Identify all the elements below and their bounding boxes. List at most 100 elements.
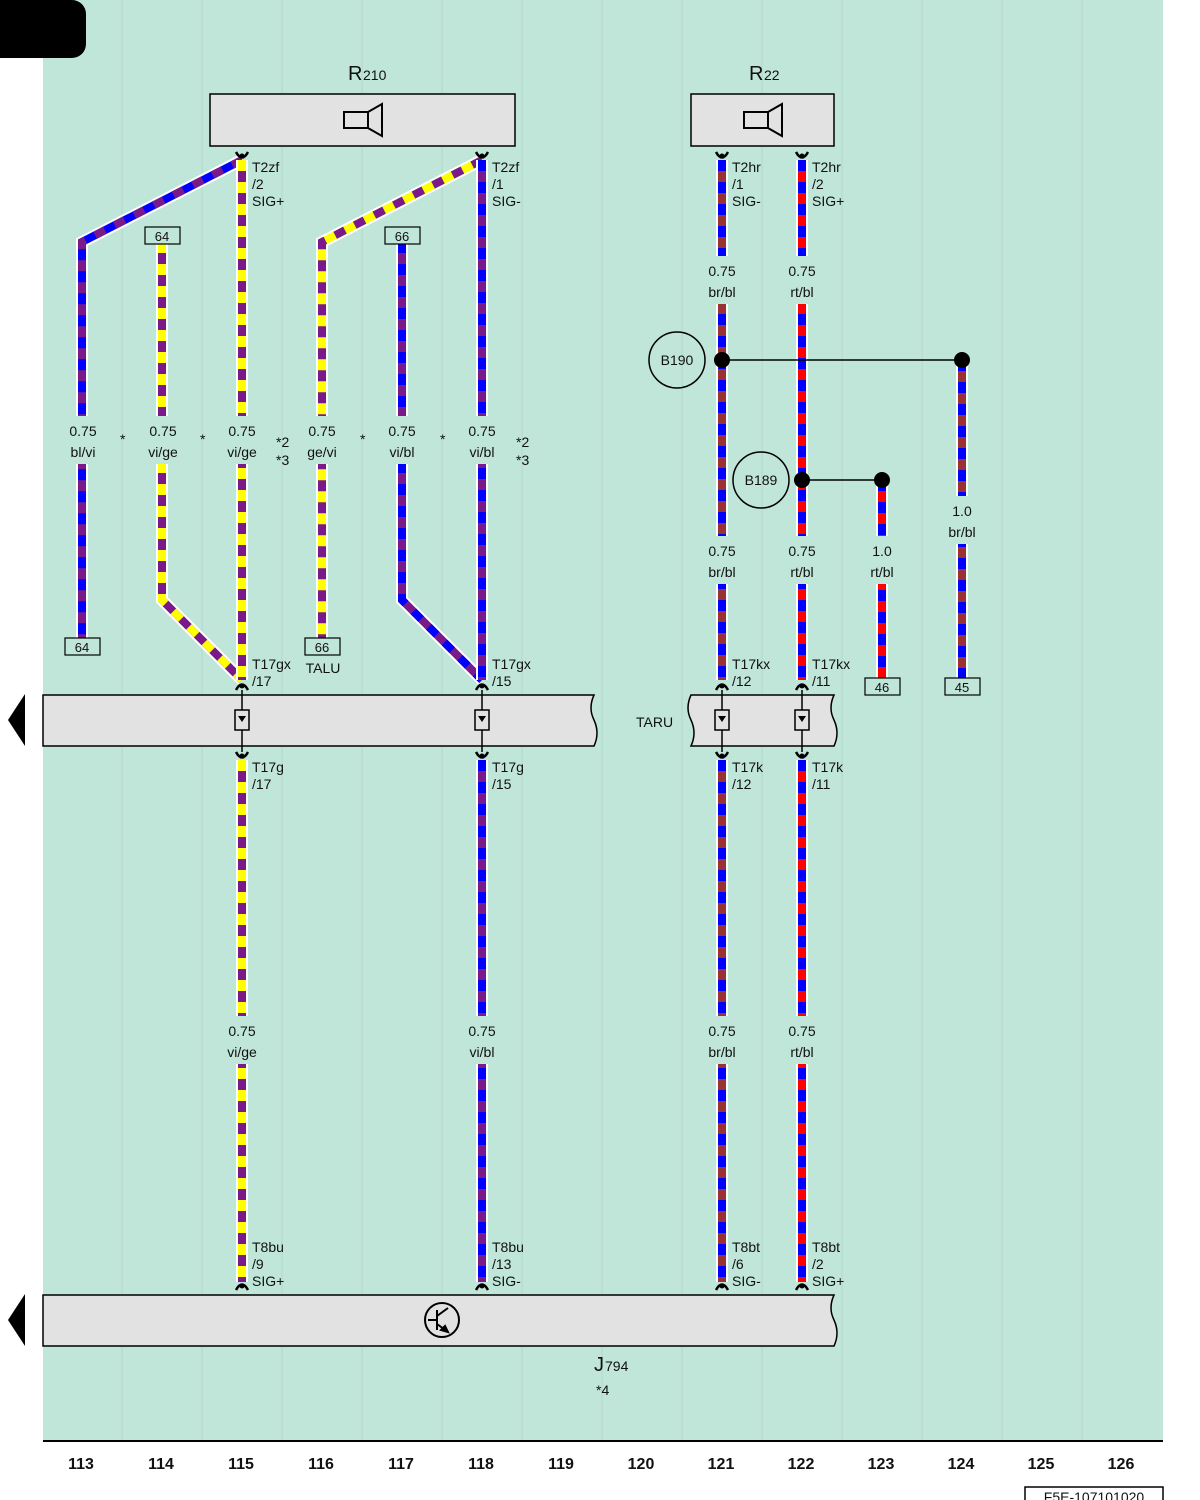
pin-terminals xyxy=(234,151,810,1291)
column-number: 119 xyxy=(548,1456,574,1473)
inline-contact xyxy=(794,690,810,752)
connector-taru-right xyxy=(687,694,838,747)
pin-label: T17gx/17 xyxy=(252,656,291,689)
j794-sub: 794 xyxy=(605,1358,629,1374)
note-star: * xyxy=(200,431,206,447)
r210-label: R xyxy=(348,63,362,85)
note-2: *2 xyxy=(516,434,529,450)
notes: * * * * *2 *3 *2 *3 xyxy=(120,431,529,468)
pin-terminal xyxy=(794,151,810,159)
pin-terminal xyxy=(794,683,810,691)
inline-contact xyxy=(234,690,250,752)
inline-contact xyxy=(474,690,490,752)
ref-talu: TALU xyxy=(306,660,341,676)
note-star: * xyxy=(120,431,126,447)
splice-dot xyxy=(794,472,810,488)
j794-label: J xyxy=(594,1354,604,1376)
wire-vi-bl xyxy=(396,242,487,685)
pin-terminal xyxy=(714,751,730,759)
column-number: 120 xyxy=(628,1456,655,1473)
wire-vi-ge xyxy=(156,242,247,685)
pin-terminal xyxy=(234,683,250,691)
column-number: 124 xyxy=(948,1456,975,1473)
column-number: 123 xyxy=(868,1456,895,1473)
column-number: 118 xyxy=(468,1456,494,1473)
reference-boxes: 64 66 64 66 TALU 46 45 xyxy=(64,226,981,696)
note-3: *3 xyxy=(276,452,289,468)
taru-label: TARU xyxy=(636,714,673,730)
speaker-icon xyxy=(743,102,783,138)
note-star: * xyxy=(360,431,366,447)
left-arrow-icon xyxy=(8,1294,25,1346)
pin-terminal xyxy=(714,151,730,159)
splice-lines xyxy=(722,359,962,481)
connector-taru-left xyxy=(42,694,598,747)
splice-b189-circle xyxy=(732,451,790,509)
column-number: 122 xyxy=(788,1456,815,1473)
inline-contacts xyxy=(234,690,810,752)
note-2: *2 xyxy=(276,434,289,450)
column-number: 116 xyxy=(308,1456,334,1473)
pin-label: T17gx/15 xyxy=(492,656,531,689)
ref-box: 64 xyxy=(155,229,169,244)
ref-box: 66 xyxy=(315,640,329,655)
pin-terminal xyxy=(474,151,490,159)
splice-b190-circle xyxy=(648,331,706,389)
inline-contact xyxy=(714,690,730,752)
component-j794: J 794 *4 xyxy=(42,1294,838,1398)
r210-sub: 210 xyxy=(363,67,387,83)
pin-label: T17g/17 xyxy=(252,759,284,792)
speaker-icon xyxy=(343,102,383,138)
ref-box: 66 xyxy=(395,229,409,244)
component-r210: R 210 xyxy=(209,63,516,147)
splice-b189-label: B189 xyxy=(745,472,778,488)
transistor-icon xyxy=(424,1302,460,1338)
column-number: 117 xyxy=(388,1456,414,1473)
r22-label: R xyxy=(749,63,763,85)
column-number: 121 xyxy=(708,1456,735,1473)
pin-terminal xyxy=(234,1283,250,1291)
column-number: 113 xyxy=(68,1456,94,1473)
column-number: 126 xyxy=(1108,1456,1135,1473)
pin-label: T17kx/12 xyxy=(732,656,770,689)
pin-terminal xyxy=(794,751,810,759)
column-number: 114 xyxy=(148,1456,174,1473)
ref-box: 46 xyxy=(875,680,889,695)
pin-terminal xyxy=(474,751,490,759)
pin-label: T17kx/11 xyxy=(812,656,850,689)
splice-b190-label: B190 xyxy=(661,352,694,368)
wire-bl-vi xyxy=(76,154,245,640)
splices: B190 B189 xyxy=(648,331,970,509)
left-arrow-icon xyxy=(8,694,25,746)
pin-terminal xyxy=(234,751,250,759)
note-3: *3 xyxy=(516,452,529,468)
pin-terminal xyxy=(714,1283,730,1291)
pin-label: T17k/11 xyxy=(812,759,844,792)
column-number: 125 xyxy=(1028,1456,1055,1473)
pin-terminal xyxy=(234,151,250,159)
